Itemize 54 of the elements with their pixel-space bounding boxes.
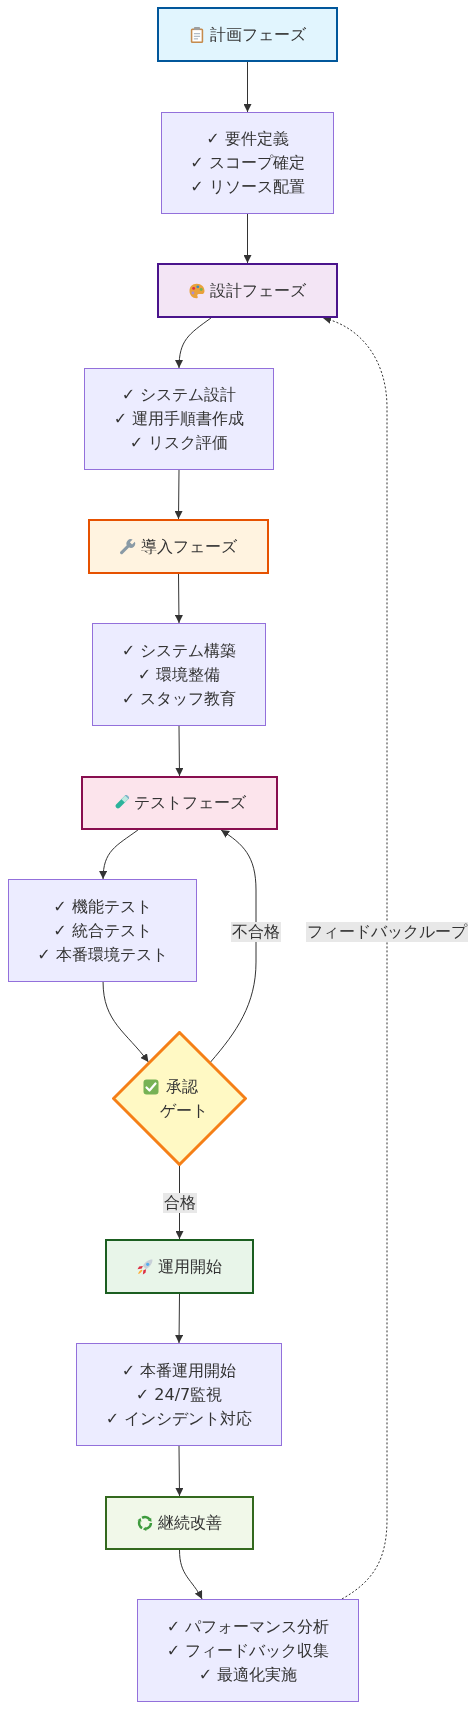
checklist-item: ✓ インシデント対応 [105, 1407, 253, 1430]
arrow [243, 213, 252, 264]
arrow [175, 1445, 184, 1497]
checklist-box [8, 879, 197, 982]
checklist-item: ✓ リスク評価 [129, 432, 229, 454]
checklist-item: ✓ 統合テスト [53, 919, 152, 942]
arrow [102, 981, 149, 1063]
process-box [157, 263, 338, 318]
checklist-item: ✓ スタッフ教育 [121, 687, 237, 710]
process-box [105, 1496, 254, 1550]
box-title: 継続改善 [158, 1513, 222, 1533]
process-box [105, 1239, 254, 1294]
arrow [210, 829, 257, 1063]
checklist-item: ✓ フィードバック収集 [166, 1639, 330, 1662]
process-box [157, 7, 338, 62]
arrow [99, 829, 139, 880]
arrow [174, 573, 183, 624]
checklist-box [137, 1599, 359, 1702]
process-box [88, 519, 269, 574]
box-title: 導入フェーズ [141, 536, 237, 557]
checklist-item: ✓ システム設計 [121, 384, 237, 406]
checklist-box [161, 112, 334, 214]
checklist-item: ✓ 機能テスト [53, 895, 152, 918]
checklist-item: ✓ 24/7監視 [135, 1383, 223, 1406]
checklist-item: ✓ パフォーマンス分析 [166, 1615, 330, 1638]
checklist-box [76, 1343, 282, 1446]
decision-diamond [112, 1031, 247, 1166]
checklist-item: ✓ スコープ確定 [190, 152, 305, 174]
checklist-item: ✓ 本番環境テスト [37, 943, 168, 966]
diamond-label: 承認ゲート [160, 1075, 209, 1122]
box-title: 運用開始 [158, 1256, 222, 1277]
checklist-item: ✓ 環境整備 [137, 663, 221, 686]
arrow [175, 725, 184, 777]
checklist-item: ✓ 運用手順書作成 [113, 408, 245, 430]
box-title: 設計フェーズ [210, 280, 306, 301]
process-box [81, 776, 278, 830]
checklist-item: ✓ リソース配置 [190, 176, 305, 198]
arrow [175, 317, 212, 369]
box-title: テストフェーズ [134, 793, 246, 813]
box-title: 計画フェーズ [210, 24, 306, 45]
arrow [174, 469, 183, 520]
edge-label: フィードバックループ [306, 922, 468, 942]
checklist-box [84, 368, 274, 470]
edge-label: 合格 [162, 1193, 197, 1213]
checklist-item: ✓ 最適化実施 [198, 1663, 298, 1686]
arrow [175, 1293, 184, 1344]
checklist-item: ✓ 要件定義 [206, 128, 289, 150]
checklist-item: ✓ システム構築 [121, 639, 237, 662]
checklist-box [92, 623, 266, 726]
dashed-arrow [322, 316, 388, 1600]
arrow [243, 61, 252, 113]
edge-label: 不合格 [231, 922, 281, 942]
checklist-item: ✓ 本番運用開始 [121, 1359, 237, 1382]
arrow [179, 1549, 203, 1600]
